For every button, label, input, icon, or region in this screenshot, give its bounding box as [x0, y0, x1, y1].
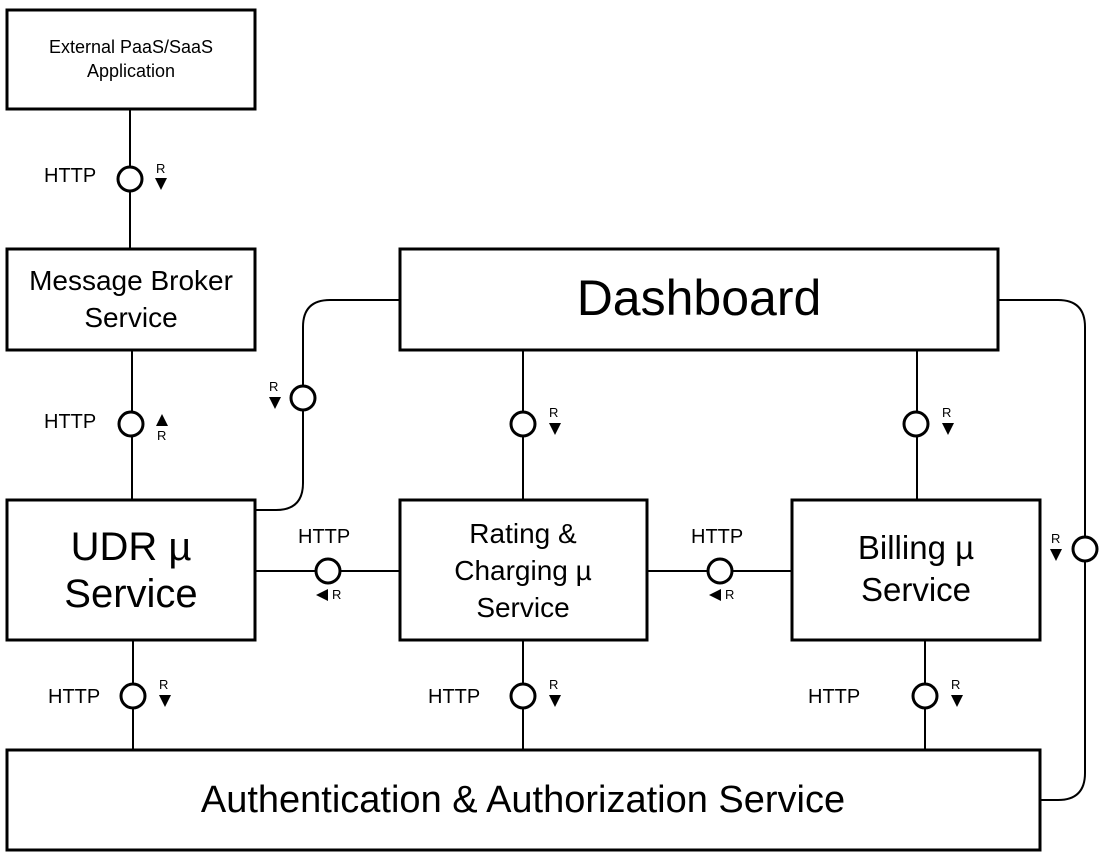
interface-circle: [119, 682, 147, 710]
rating-charging-label-line2: Charging µ: [454, 555, 592, 586]
arrow-down-icon: [269, 397, 281, 409]
external-app-label-line2: Application: [87, 61, 175, 81]
external-app-box: [5, 8, 257, 111]
interface-billing-auth: HTTP R: [808, 677, 963, 710]
interface-circle: [706, 557, 734, 585]
auth-service-box: [5, 748, 1042, 852]
message-broker-label-line2: Service: [84, 302, 177, 333]
r-marker-label: R: [549, 405, 558, 420]
interface-dashboard-rating: R: [509, 405, 561, 438]
r-marker-label: R: [549, 677, 558, 692]
message-broker-box: [5, 247, 257, 352]
dashboard-component: Dashboard: [398, 247, 1000, 352]
auth-service-label: Authentication & Authorization Service: [201, 779, 845, 821]
r-marker-label: R: [942, 405, 951, 420]
arrow-left-icon: [709, 589, 721, 601]
interface-broker-udr: HTTP R: [44, 410, 168, 443]
udr-service-label-line1: UDR µ: [71, 525, 192, 569]
arrow-down-icon: [951, 695, 963, 707]
r-marker-label: R: [951, 677, 960, 692]
udr-service-box: [5, 498, 257, 642]
billing-service-box: [790, 498, 1042, 642]
arrow-down-icon: [1050, 549, 1062, 561]
http-label: HTTP: [48, 686, 100, 708]
arrow-up-icon: [156, 414, 168, 426]
billing-service-component: Billing µ Service: [790, 498, 1042, 642]
interface-circle: [289, 384, 317, 412]
interface-dashboard-billing: R: [902, 405, 954, 438]
interface-circle: [509, 682, 537, 710]
dashboard-box: [398, 247, 1000, 352]
rating-charging-box: [398, 498, 649, 642]
message-broker-label-line1: Message Broker: [29, 265, 233, 296]
interface-udr-auth: HTTP R: [48, 677, 171, 710]
arrow-left-icon: [316, 589, 328, 601]
billing-service-label-line2: Service: [861, 571, 971, 608]
udr-service-component: UDR µ Service: [5, 498, 257, 642]
r-marker-label: R: [159, 677, 168, 692]
interface-udr-rating: HTTP R: [298, 526, 350, 602]
rating-charging-label-line3: Service: [476, 592, 569, 623]
auth-service-component: Authentication & Authorization Service: [5, 748, 1042, 852]
interface-circle: [911, 682, 939, 710]
arrow-down-icon: [549, 423, 561, 435]
interface-circle: [117, 410, 145, 438]
interface-circle: [1071, 535, 1099, 563]
r-marker-label: R: [269, 379, 278, 394]
http-label: HTTP: [428, 686, 480, 708]
http-label: HTTP: [808, 686, 860, 708]
rating-charging-label-line1: Rating &: [469, 518, 577, 549]
interface-dashboard-auth: R: [1050, 531, 1099, 563]
arrow-down-icon: [942, 423, 954, 435]
connection-wires: [129, 109, 1086, 801]
interface-external-broker: HTTP R: [44, 161, 167, 193]
dashboard-label: Dashboard: [577, 270, 822, 326]
arrow-down-icon: [155, 178, 167, 190]
billing-service-label-line1: Billing µ: [858, 529, 974, 566]
external-app-component: External PaaS/SaaS Application: [5, 8, 257, 111]
udr-service-label-line2: Service: [64, 572, 197, 616]
http-label: HTTP: [44, 411, 96, 433]
interface-circle: [902, 410, 930, 438]
interface-circle: [314, 557, 342, 585]
arrow-down-icon: [159, 695, 171, 707]
arrow-down-icon: [549, 695, 561, 707]
http-label: HTTP: [44, 165, 96, 187]
external-app-label-line1: External PaaS/SaaS: [49, 37, 213, 57]
message-broker-component: Message Broker Service: [5, 247, 257, 352]
http-label: HTTP: [691, 526, 743, 548]
r-marker-label: R: [156, 161, 165, 176]
interface-dashboard-udr: R: [269, 379, 317, 412]
r-marker-label: R: [725, 587, 734, 602]
interface-circle: [116, 165, 144, 193]
r-marker-label: R: [1051, 531, 1060, 546]
r-marker-label: R: [332, 587, 341, 602]
interface-circle: [509, 410, 537, 438]
r-marker-label: R: [157, 428, 166, 443]
interface-rating-billing: HTTP R: [691, 526, 743, 602]
http-label: HTTP: [298, 526, 350, 548]
rating-charging-component: Rating & Charging µ Service: [398, 498, 649, 642]
interface-rating-auth: HTTP R: [428, 677, 561, 710]
